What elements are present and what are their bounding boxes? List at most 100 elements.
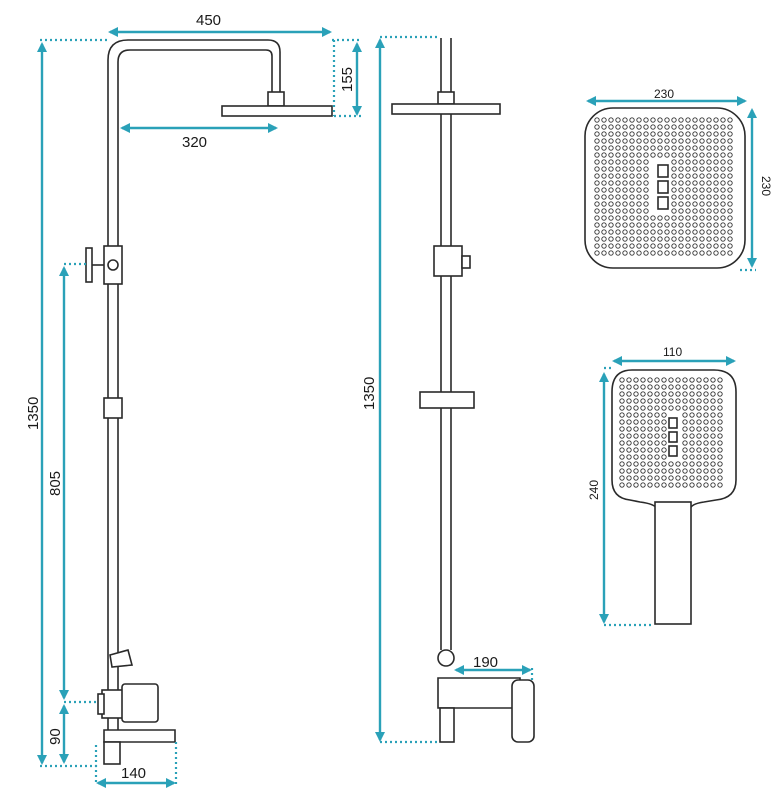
side-bracket: [433, 245, 463, 277]
nozzle: [594, 145, 600, 151]
nozzle: [636, 152, 642, 158]
nozzle: [682, 454, 688, 460]
nozzle: [622, 222, 628, 228]
nozzle: [661, 377, 667, 383]
side-view: 1350 190: [361, 35, 535, 744]
nozzle: [671, 222, 677, 228]
nozzle: [678, 117, 684, 123]
nozzle: [678, 145, 684, 151]
nozzle: [643, 194, 649, 200]
nozzle: [626, 391, 632, 397]
nozzle: [643, 250, 649, 256]
nozzle: [710, 482, 716, 488]
nozzle: [727, 187, 733, 193]
nozzle: [664, 236, 670, 242]
nozzle: [615, 229, 621, 235]
nozzle: [720, 215, 726, 221]
nozzle: [629, 187, 635, 193]
nozzle: [685, 145, 691, 151]
nozzle: [626, 377, 632, 383]
nozzle: [636, 236, 642, 242]
nozzle: [601, 201, 607, 207]
nozzle: [706, 159, 712, 165]
nozzle: [636, 173, 642, 179]
nozzle: [622, 159, 628, 165]
nozzle: [626, 454, 632, 460]
nozzle: [615, 222, 621, 228]
nozzle: [689, 398, 695, 404]
nozzle: [685, 201, 691, 207]
nozzle: [601, 236, 607, 242]
nozzle: [643, 180, 649, 186]
nozzle: [619, 398, 625, 404]
nozzle: [692, 180, 698, 186]
nozzle: [664, 243, 670, 249]
nozzle: [692, 229, 698, 235]
nozzle: [633, 419, 639, 425]
riser-pipe-inner: [117, 49, 273, 745]
side-slider: [419, 391, 475, 409]
nozzle: [661, 482, 667, 488]
nozzle: [685, 208, 691, 214]
label-overhead-width-230: 230: [654, 87, 674, 101]
nozzle: [703, 454, 709, 460]
nozzle: [657, 250, 663, 256]
nozzle: [713, 208, 719, 214]
nozzle: [654, 447, 660, 453]
nozzle: [717, 384, 723, 390]
nozzle: [710, 433, 716, 439]
nozzle: [647, 447, 653, 453]
nozzle: [720, 222, 726, 228]
nozzle: [706, 124, 712, 130]
nozzle: [717, 454, 723, 460]
nozzle: [640, 384, 646, 390]
nozzle: [619, 419, 625, 425]
nozzle: [703, 482, 709, 488]
nozzle: [608, 152, 614, 158]
nozzle: [601, 229, 607, 235]
nozzle: [643, 166, 649, 172]
nozzle: [699, 152, 705, 158]
nozzle: [713, 201, 719, 207]
nozzle: [699, 117, 705, 123]
nozzle: [668, 482, 674, 488]
nozzle: [682, 405, 688, 411]
nozzle: [720, 152, 726, 158]
nozzle: [657, 215, 663, 221]
nozzle: [654, 384, 660, 390]
nozzle: [689, 384, 695, 390]
nozzle: [692, 117, 698, 123]
nozzle: [703, 475, 709, 481]
nozzle: [703, 384, 709, 390]
nozzle: [682, 461, 688, 467]
nozzle: [619, 468, 625, 474]
nozzle: [647, 412, 653, 418]
nozzle: [601, 166, 607, 172]
nozzle: [710, 454, 716, 460]
nozzle: [654, 398, 660, 404]
nozzle: [594, 152, 600, 158]
nozzle: [629, 124, 635, 130]
nozzle: [629, 236, 635, 242]
nozzle: [720, 194, 726, 200]
hand-shower-nozzle-grid: [619, 377, 723, 488]
nozzle: [685, 131, 691, 137]
nozzle: [685, 236, 691, 242]
label-hand-width-110: 110: [663, 345, 682, 359]
nozzle: [608, 250, 614, 256]
nozzle: [720, 124, 726, 130]
nozzle: [643, 124, 649, 130]
nozzle: [720, 208, 726, 214]
nozzle: [626, 447, 632, 453]
nozzle: [682, 433, 688, 439]
nozzle: [657, 222, 663, 228]
nozzle: [713, 222, 719, 228]
nozzle: [594, 180, 600, 186]
nozzle: [664, 152, 670, 158]
nozzle: [720, 250, 726, 256]
nozzle: [685, 117, 691, 123]
nozzle: [594, 250, 600, 256]
nozzle: [682, 447, 688, 453]
nozzle: [699, 229, 705, 235]
nozzle: [643, 215, 649, 221]
